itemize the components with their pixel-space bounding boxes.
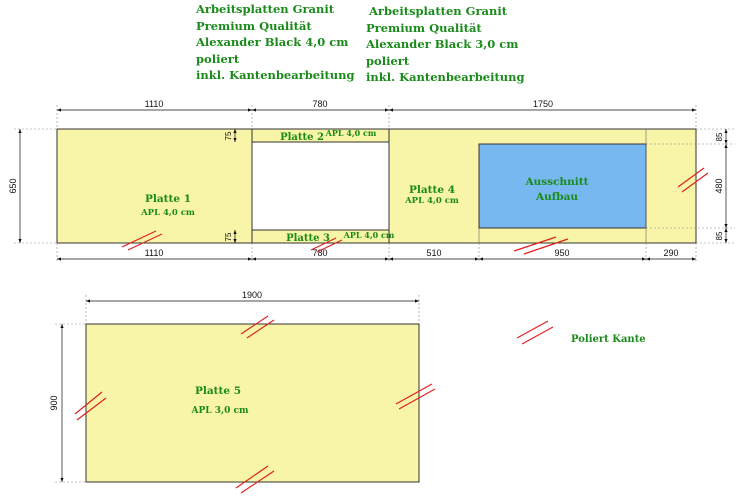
plate-1 (56, 128, 253, 244)
plate-3-apl: APL 4,0 cm (343, 230, 395, 240)
legend-label: Poliert Kante (571, 334, 646, 345)
polished-edge-marks (74, 167, 709, 494)
dim-strip-top: 75 (224, 131, 233, 140)
cutout-label-1: Ausschnitt (525, 176, 589, 188)
note-line: Alexander Black 4,0 cm (196, 35, 349, 49)
edge-mark-plate-5-bottom (235, 465, 275, 494)
dim-p5-height: 900 (49, 395, 59, 410)
note-line: Arbeitsplatten Granit (369, 4, 508, 18)
dim-right-top: 85 (715, 132, 724, 141)
note-line: poliert (366, 53, 410, 68)
plate-5 (85, 323, 420, 483)
dim-right-bottom: 85 (715, 231, 724, 240)
dim-strip-bottom: 75 (224, 232, 233, 241)
plate-4-apl: APL 4,0 cm (404, 196, 459, 206)
edge-mark-plate-5-top (240, 315, 275, 339)
edge-mark-plate-3-front (310, 237, 343, 253)
dim-right-mid: 480 (714, 178, 724, 193)
plate-4-name: Platte 4 (409, 184, 455, 196)
note-line: inkl. Kantenbearbeitung (196, 68, 355, 82)
dim-bottom-2: 780 (312, 248, 327, 258)
edge-mark-plate-1-front (121, 230, 163, 251)
plate-5-apl: APL 3,0 cm (190, 406, 248, 416)
dim-top-1: 1110 (145, 99, 164, 109)
note-line: Premium Qualität (196, 18, 312, 33)
edge-mark-plate-5-left (74, 391, 107, 421)
dim-bottom-1: 1110 (145, 248, 164, 258)
plate-3-name: Platte 3 (286, 233, 330, 244)
note-line: poliert (196, 51, 240, 66)
plate-1-name: Platte 1 (145, 193, 191, 205)
plate-2-name: Platte 2 (280, 132, 324, 143)
dim-bottom-5: 290 (663, 248, 678, 258)
note-line: Premium Qualität (366, 20, 482, 35)
dim-p5-width: 1900 (242, 290, 262, 300)
cutout-label-2: Aufbau (535, 191, 578, 203)
plate-5-name: Platte 5 (195, 385, 241, 397)
plate-2-apl: APL 4,0 cm (325, 128, 377, 138)
plate-1-apl: APL 4,0 cm (140, 208, 195, 218)
dim-bottom-3: 510 (426, 248, 441, 258)
legend-edge-mark (516, 320, 554, 345)
edge-mark-plate-5-right (395, 383, 436, 410)
dim-left-height: 650 (8, 178, 18, 193)
dim-top-3: 1750 (533, 99, 553, 109)
note-line: Arbeitsplatten Granit (196, 2, 335, 16)
dim-top-2: 780 (312, 99, 327, 109)
note-line: inkl. Kantenbearbeitung (366, 70, 525, 84)
note-line: Alexander Black 3,0 cm (366, 37, 519, 51)
edge-mark-plate-4-side (677, 167, 709, 193)
notes-right: Arbeitsplatten Granit Premium Qualität A… (366, 3, 525, 86)
edge-mark-plate-4-front (513, 236, 569, 255)
dim-bottom-4: 950 (554, 248, 569, 258)
notes-left: Arbeitsplatten Granit Premium Qualität A… (196, 1, 355, 84)
dimension-lines (18, 108, 728, 482)
